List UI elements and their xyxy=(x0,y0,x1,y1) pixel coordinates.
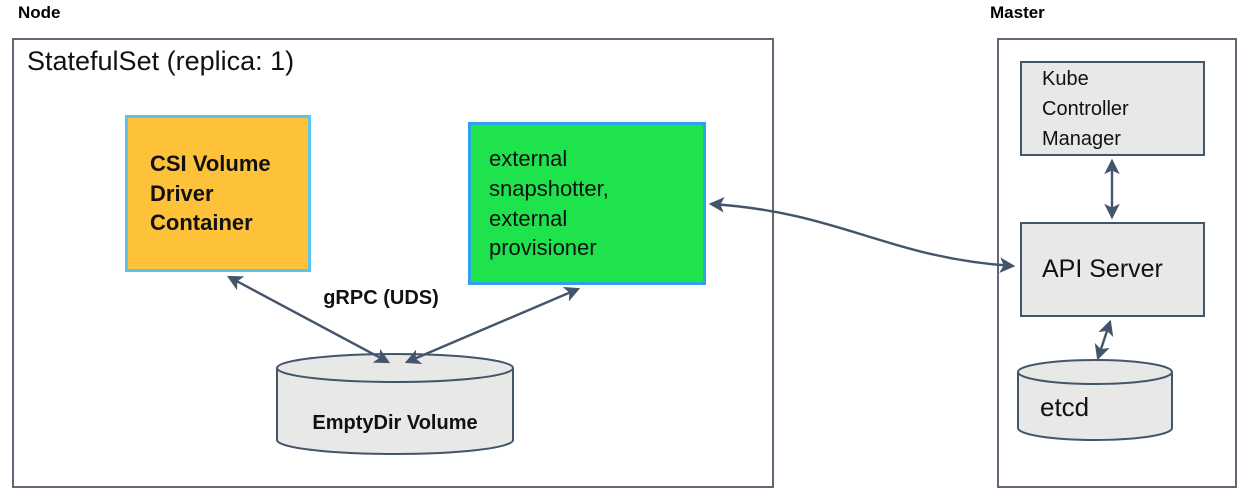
statefulset-title: StatefulSet (replica: 1) xyxy=(27,46,295,76)
node-group-label: Node xyxy=(18,3,61,22)
grpc-uds-label: gRPC (UDS) xyxy=(323,287,439,309)
master-group-label: Master xyxy=(990,3,1045,22)
sidecar-containers-label: external snapshotter, external provision… xyxy=(489,146,609,261)
sidecar-containers-box: external snapshotter, external provision… xyxy=(468,122,706,285)
csi-volume-driver-label: CSI Volume Driver Container xyxy=(150,150,271,236)
emptydir-volume-label: EmptyDir Volume xyxy=(312,412,478,434)
etcd-label: etcd xyxy=(1040,392,1090,422)
kube-controller-manager-label: Kube Controller Manager xyxy=(1042,67,1129,150)
api-server-box: API Server xyxy=(1020,222,1205,317)
api-server-label: API Server xyxy=(1042,255,1163,283)
csi-volume-driver-box: CSI Volume Driver Container xyxy=(125,115,311,272)
kube-controller-manager-box: Kube Controller Manager xyxy=(1020,61,1205,156)
